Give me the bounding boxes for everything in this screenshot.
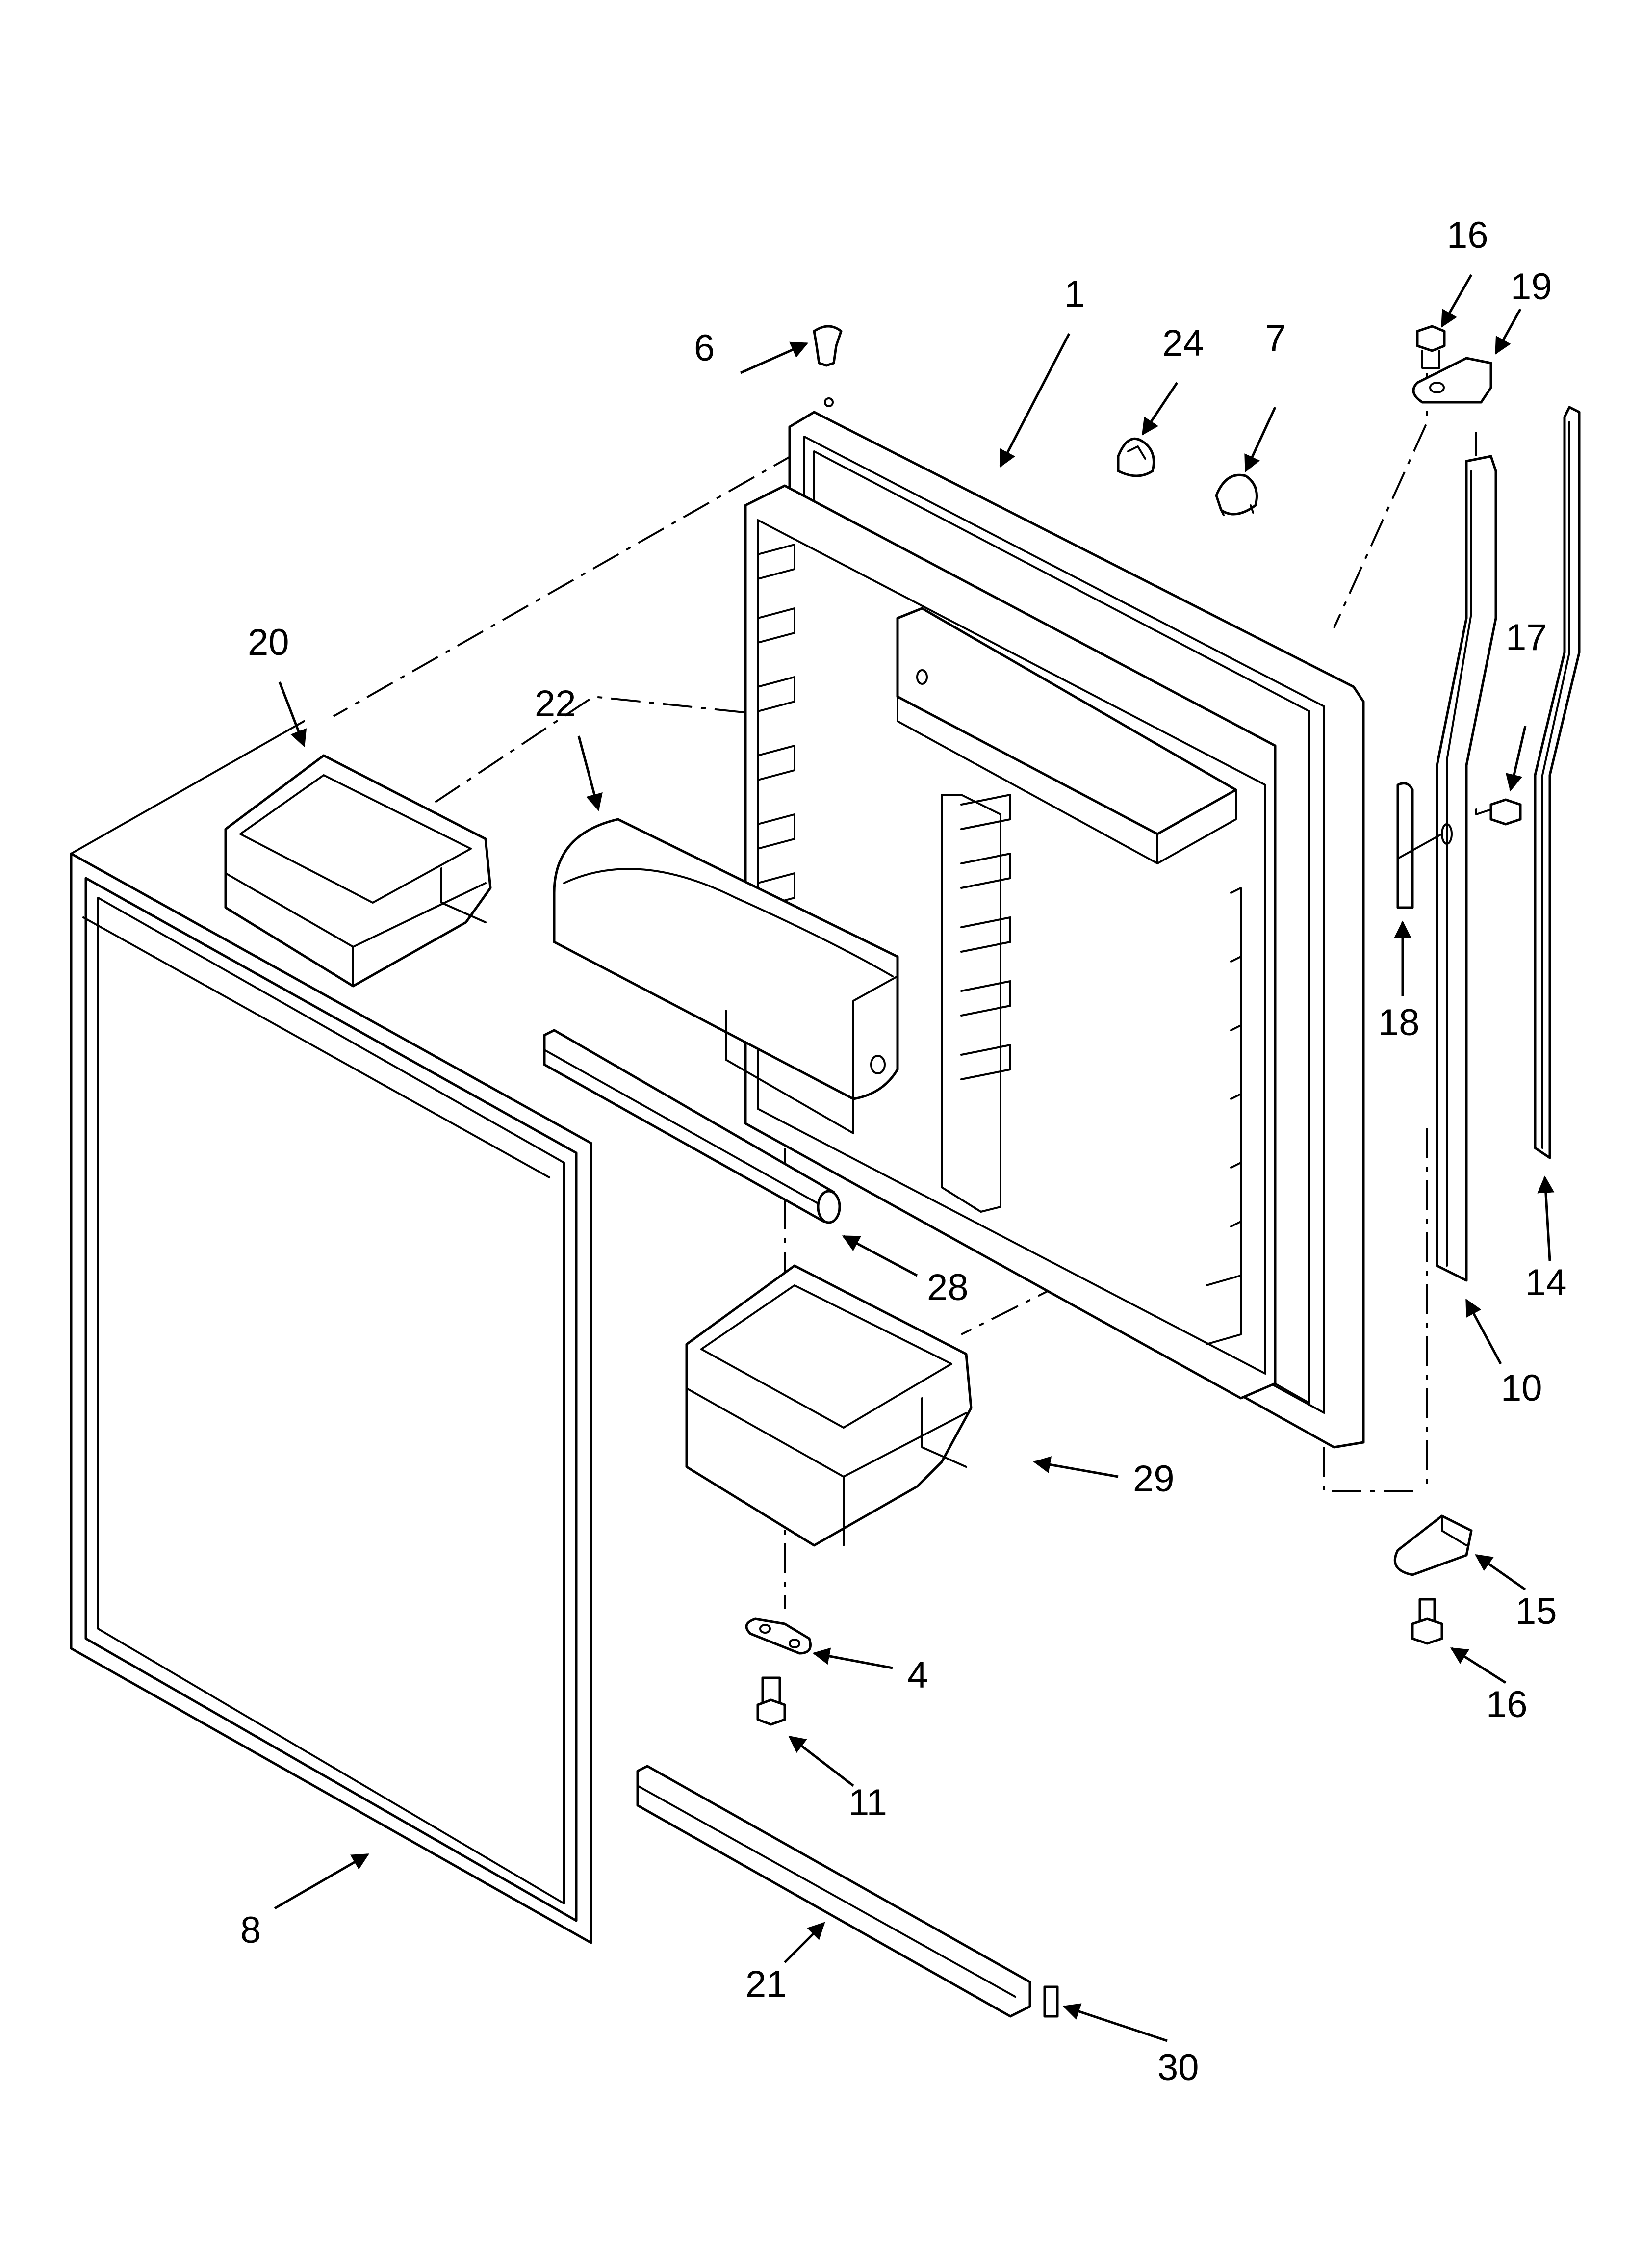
callout-10: 10 <box>1501 1367 1542 1409</box>
hinge-screw-top <box>1416 325 1446 369</box>
callout-22: 22 <box>535 683 576 725</box>
handle <box>1534 406 1581 1159</box>
door-gasket <box>70 852 592 1944</box>
callout-24: 24 <box>1162 322 1204 364</box>
plug-7 <box>1215 473 1258 516</box>
callout-6: 6 <box>694 327 715 369</box>
callout-15: 15 <box>1515 1590 1557 1632</box>
door-liner <box>744 411 1365 1449</box>
screw-17 <box>1475 798 1522 826</box>
bottom-hinge <box>1393 1514 1473 1576</box>
callout-1: 1 <box>1064 273 1085 315</box>
door-outline <box>70 720 305 855</box>
plug-6 <box>813 325 843 407</box>
callout-28: 28 <box>927 1267 969 1308</box>
callout-20: 20 <box>248 622 289 663</box>
callout-17: 17 <box>1506 617 1547 658</box>
leader-lines <box>274 274 1555 2042</box>
end-cap <box>1043 1985 1059 2018</box>
plug-24 <box>1117 437 1155 477</box>
callout-7: 7 <box>1265 317 1286 359</box>
callout-29: 29 <box>1133 1458 1175 1500</box>
callout-8: 8 <box>240 1909 261 1951</box>
callout-18: 18 <box>1378 1002 1420 1043</box>
center-bin-supports <box>941 794 1011 1213</box>
callout-19: 19 <box>1511 266 1552 308</box>
callout-30: 30 <box>1157 2047 1199 2088</box>
door-bin-bottom <box>685 1264 973 1547</box>
callout-16-top: 16 <box>1447 214 1488 256</box>
dairy-door <box>553 818 899 1134</box>
top-hinge <box>1412 357 1492 404</box>
right-bin-supports <box>1206 887 1242 1345</box>
nameplate <box>1396 782 1453 909</box>
left-bin-supports <box>757 544 795 909</box>
dairy-rail <box>543 1029 841 1224</box>
callout-16-bottom: 16 <box>1486 1684 1528 1725</box>
callout-4: 4 <box>907 1654 928 1696</box>
callout-11: 11 <box>848 1782 887 1824</box>
callout-14: 14 <box>1525 1262 1567 1303</box>
door-stop <box>745 1617 812 1655</box>
hinge-screw-bottom <box>1411 1598 1443 1645</box>
callout-21: 21 <box>745 1963 787 2005</box>
door-stop-screw <box>756 1676 786 1726</box>
handle-trim <box>1436 455 1497 1282</box>
callout-labels: 1 6 24 7 16 19 20 22 17 18 14 10 28 29 1… <box>240 214 1567 2088</box>
bottom-trim <box>636 1765 1031 2018</box>
door-bin-top <box>224 754 492 988</box>
